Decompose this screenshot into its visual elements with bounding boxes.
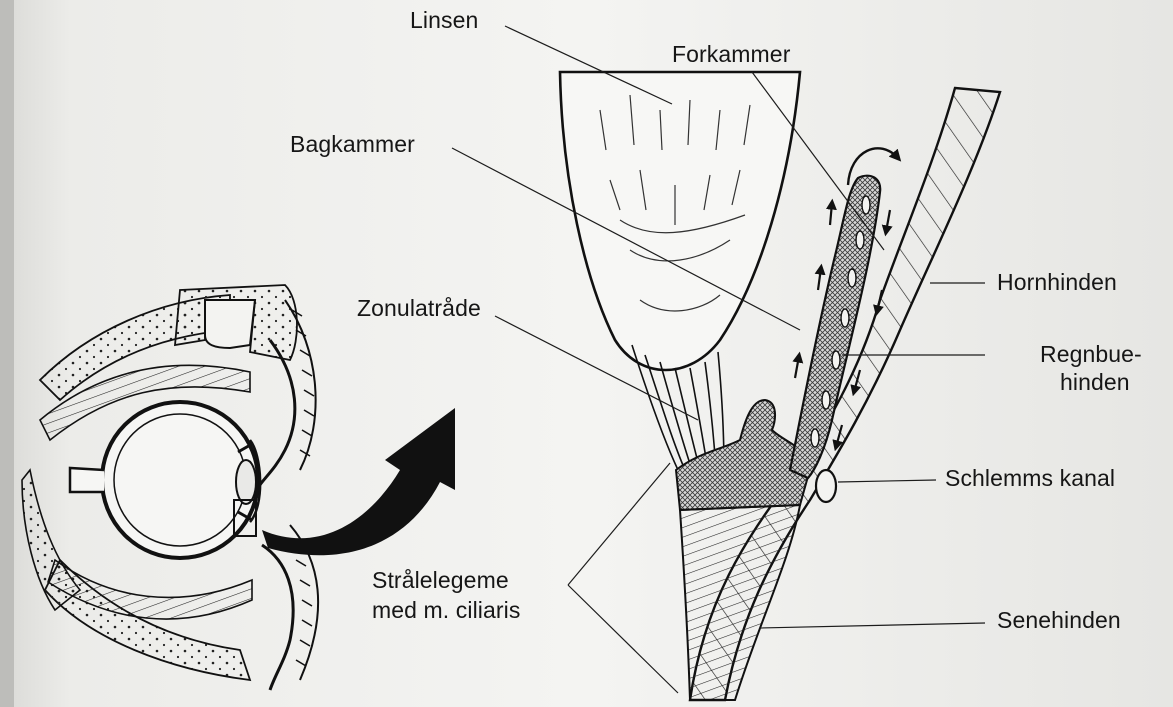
- label-linsen: Linsen: [410, 6, 478, 34]
- label-regnbuehinden-line2: hinden: [1060, 368, 1130, 396]
- label-straalelegeme-line2: med m. ciliaris: [372, 596, 520, 624]
- label-forkammer: Forkammer: [672, 40, 790, 68]
- label-hornhinden: Hornhinden: [997, 268, 1117, 296]
- optic-nerve: [70, 468, 104, 492]
- schlemms-canal: [816, 470, 836, 502]
- label-schlemms-kanal: Schlemms kanal: [945, 464, 1115, 492]
- label-bagkammer: Bagkammer: [290, 130, 415, 158]
- sinus-chamber: [205, 300, 255, 348]
- page-edge-shadow: [0, 0, 14, 707]
- label-senehinden: Senehinden: [997, 606, 1121, 634]
- label-regnbuehinden-line1: Regnbue-: [1040, 340, 1142, 368]
- label-straalelegeme-line1: Strålelegeme: [372, 566, 509, 594]
- lens-small: [236, 460, 256, 504]
- label-zonulatraade: Zonulatråde: [357, 294, 481, 322]
